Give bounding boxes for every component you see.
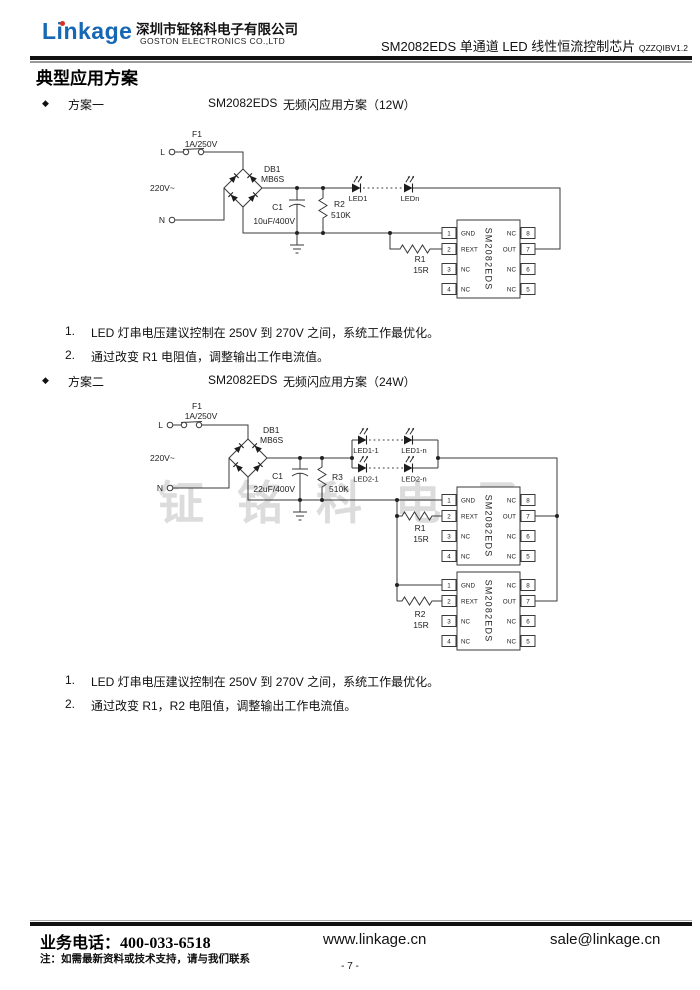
- note-number: 1.: [65, 673, 76, 687]
- line-label: L: [158, 420, 163, 430]
- r2-ref-label: R2: [415, 609, 426, 619]
- header-rule: [30, 56, 692, 63]
- cap-value-label: 10uF/400V: [253, 216, 295, 226]
- footer-note: 注：如需最新资料或技术支持，请与我们联系: [40, 953, 250, 965]
- doc-title-text: SM2082EDS 单通道 LED 线性恒流控制芯片: [380, 39, 636, 54]
- section-title: 典型应用方案: [36, 69, 138, 88]
- company-name-cn: 深圳市钲铭科电子有限公司: [136, 22, 298, 37]
- resistor-r1: [397, 511, 442, 521]
- linkage-logo: Linkage: [42, 18, 133, 44]
- sm2082eds-chip-b: [441, 571, 536, 651]
- line-label: L: [160, 147, 165, 157]
- scheme2-chip: SM2082EDS: [208, 373, 278, 387]
- r3-value-label: 510K: [329, 484, 349, 494]
- led1-n-label: LED1-n: [401, 446, 426, 455]
- fuse-value-label: 1A/250V: [185, 411, 218, 421]
- note-text: 通过改变 R1，R2 电阻值，调整输出工作电流值。: [91, 699, 357, 713]
- scheme2-heading: ◆ 方案二 SM2082EDS 无频闪应用方案（24W）: [0, 373, 700, 389]
- neutral-terminal: [168, 216, 176, 224]
- neutral-label: N: [157, 483, 163, 493]
- ledn-label: LEDn: [401, 194, 420, 203]
- doc-title: SM2082EDS 单通道 LED 线性恒流控制芯片 QZZQIBV1.2: [381, 36, 688, 55]
- scheme1-title: 无频闪应用方案（12W）: [283, 98, 416, 112]
- doc-version: QZZQIBV1.2: [638, 43, 688, 53]
- sm2082eds-chip-a: [441, 486, 536, 566]
- fuse-value-label: 1A/250V: [185, 139, 218, 149]
- bridge-ref-label: DB1: [264, 164, 281, 174]
- note-number: 1.: [65, 324, 76, 338]
- bridge-value-label: MB6S: [261, 174, 284, 184]
- resistor-r3: [317, 458, 327, 500]
- line-terminal: [168, 148, 176, 156]
- resistor-r2: [318, 188, 328, 233]
- r3-ref-label: R3: [332, 472, 343, 482]
- scheme2-note-2: 2. 通过改变 R1，R2 电阻值，调整输出工作电流值。: [0, 697, 700, 713]
- ground-symbol: [293, 500, 307, 521]
- company-name-en: GOSTON ELECTRONICS CO.,LTD: [140, 36, 286, 46]
- resistor-r1: [389, 233, 442, 254]
- cap-value-label: 22uF/400V: [253, 484, 295, 494]
- scheme2-note-1: 1. LED 灯串电压建议控制在 250V 到 270V 之间，系统工作最优化。: [0, 673, 700, 689]
- diamond-bullet-icon: ◆: [42, 375, 49, 385]
- r1-value-label: 15R: [413, 265, 429, 275]
- note-text: LED 灯串电压建议控制在 250V 到 270V 之间，系统工作最优化。: [91, 326, 440, 340]
- neutral-label: N: [159, 215, 165, 225]
- footer-email: sale@linkage.cn: [550, 931, 661, 948]
- ground-symbol: [290, 233, 304, 254]
- led1-label: LED1: [349, 194, 368, 203]
- circuit-diagram-scheme2: L N 220V~ F1 1A/250V DB1 MB6S C1 22uF/40…: [150, 401, 559, 651]
- footer-website: www.linkage.cn: [323, 931, 427, 948]
- note-text: LED 灯串电压建议控制在 250V 到 270V 之间，系统工作最优化。: [91, 675, 440, 689]
- sm2082eds-chip: [441, 219, 536, 299]
- diamond-bullet-icon: ◆: [42, 98, 49, 108]
- cap-ref-label: C1: [272, 471, 283, 481]
- logo-red-dot-icon: [60, 21, 65, 26]
- r1-ref-label: R1: [415, 254, 426, 264]
- note-number: 2.: [65, 697, 76, 711]
- r1-value-label: 15R: [413, 534, 429, 544]
- phone-label: 业务电话：: [40, 935, 121, 952]
- note-text: 通过改变 R1 电阻值，调整输出工作电流值。: [91, 350, 330, 364]
- resistor-r2: [397, 596, 442, 606]
- note-number: 2.: [65, 348, 76, 362]
- led2-1-label: LED2-1: [353, 475, 378, 484]
- scheme2-name: 方案二: [68, 375, 105, 389]
- scheme2-title: 无频闪应用方案（24W）: [283, 375, 416, 389]
- phone-number: 400-033-6518: [120, 935, 211, 952]
- bridge-ref-label: DB1: [263, 425, 280, 435]
- scheme1-heading: ◆ 方案一 SM2082EDS 无频闪应用方案（12W）: [0, 96, 700, 112]
- cap-ref-label: C1: [272, 202, 283, 212]
- scheme1-note-2: 2. 通过改变 R1 电阻值，调整输出工作电流值。: [0, 348, 700, 364]
- voltage-label: 220V~: [150, 183, 175, 193]
- capacitor-c1: [288, 188, 306, 233]
- scheme1-name: 方案一: [68, 98, 105, 112]
- voltage-label: 220V~: [150, 453, 175, 463]
- line-terminal: [166, 421, 174, 429]
- r2-value-label: 510K: [331, 210, 351, 220]
- r2-value-label: 15R: [413, 620, 429, 630]
- footer-rule: [30, 920, 692, 926]
- r2-ref-label: R2: [334, 199, 345, 209]
- fuse-ref-label: F1: [192, 401, 202, 411]
- neutral-terminal: [166, 484, 174, 492]
- page-number: - 7 -: [341, 961, 359, 972]
- capacitor-c1: [291, 458, 309, 500]
- scheme1-chip: SM2082EDS: [208, 96, 278, 110]
- footer-phone: 业务电话：400-033-6518: [40, 929, 211, 953]
- fuse-ref-label: F1: [192, 129, 202, 139]
- led2-n-label: LED2-n: [401, 475, 426, 484]
- r1-ref-label: R1: [415, 523, 426, 533]
- scheme1-note-1: 1. LED 灯串电压建议控制在 250V 到 270V 之间，系统工作最优化。: [0, 324, 700, 340]
- circuit-diagram-scheme1: L N 220V~ F1 1A/250V DB1 MB6S C1 10uF/40…: [150, 129, 561, 299]
- led-ladder: [351, 440, 439, 468]
- bridge-rectifier: [223, 168, 263, 208]
- bridge-value-label: MB6S: [260, 435, 283, 445]
- led1-1-label: LED1-1: [353, 446, 378, 455]
